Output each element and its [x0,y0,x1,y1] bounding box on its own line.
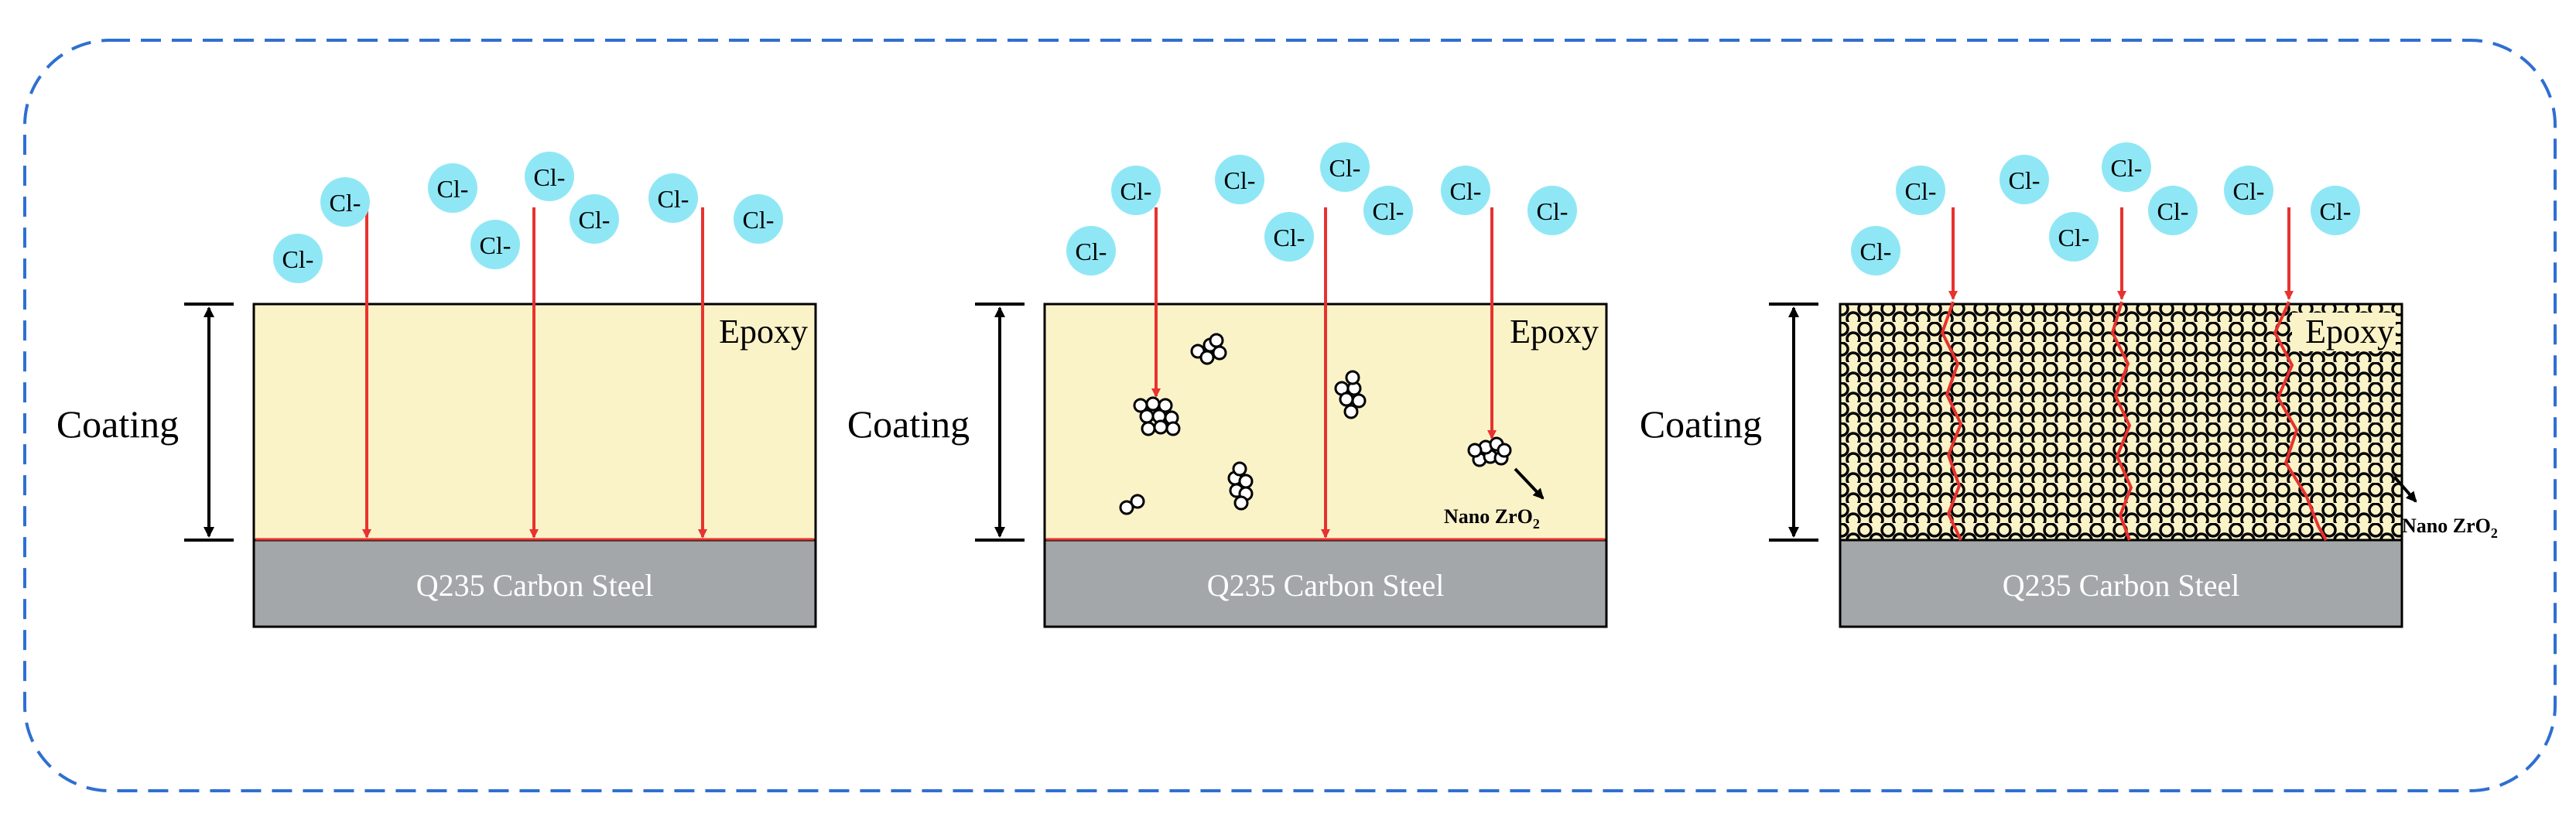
nanoparticle-cluster [1334,370,1367,419]
steel-label: Q235 Carbon Steel [1207,568,1445,603]
coating-label: Coating [847,402,970,446]
tortuous-path [2273,301,2328,541]
nano-zro2-label: Nano ZrO2 [2402,515,2498,541]
svg-text:Cl-: Cl- [1076,238,1107,265]
svg-text:Cl-: Cl- [2320,197,2352,225]
chloride-ion: Cl- [734,194,783,244]
steel-label: Q235 Carbon Steel [416,568,654,603]
chloride-ion: Cl- [1441,166,1490,215]
epoxy-label-bg [2292,313,2396,351]
tortuous-path [1940,301,1963,541]
nanoparticle-cluster [1467,436,1512,467]
svg-text:Cl-: Cl- [1274,224,1305,251]
coating-label: Coating [56,402,179,446]
chloride-ion: Cl- [2224,166,2273,215]
chloride-ion: Cl- [1851,226,1900,275]
panel-3: Q235 Carbon Steel Coating Epoxy Nano ZrO… [1640,142,2498,628]
svg-text:Cl-: Cl- [1860,238,1892,265]
svg-text:Cl-: Cl- [1224,166,1256,194]
svg-text:Cl-: Cl- [2111,154,2143,182]
chloride-ion: Cl- [648,173,698,223]
nanoparticle-cluster [1133,396,1181,436]
nanoparticle-cluster [1119,494,1145,515]
chloride-ion: Cl- [2148,186,2198,235]
chloride-ion: Cl- [1215,155,1264,204]
chloride-ion: Cl- [1111,166,1161,215]
chloride-ion: Cl- [2102,142,2151,192]
chloride-ion: Cl- [1896,166,1945,215]
svg-text:Cl-: Cl- [1450,177,1482,205]
nano-pointer-arrow [1514,467,1545,500]
chloride-ion: Cl- [1066,226,1116,275]
tortuous-path [2110,301,2133,541]
panel-1: Q235 Carbon Steel Epoxy Coating Cl- Cl- … [56,152,817,628]
svg-text:Cl-: Cl- [480,231,511,259]
chloride-ion: Cl- [470,220,520,269]
dashed-frame [23,39,2557,792]
chloride-ion: Cl- [525,152,574,201]
svg-text:Cl-: Cl- [743,206,775,234]
steel-label: Q235 Carbon Steel [2003,568,2240,603]
nano-pointer-arrow [2393,475,2417,503]
panel-2: Q235 Carbon Steel Epoxy Coating Nano Z [847,142,1608,628]
chloride-ion: Cl- [428,163,477,213]
steel-substrate [252,539,817,628]
svg-text:Cl-: Cl- [1537,197,1569,225]
chloride-ion: Cl- [2049,212,2099,262]
nanoparticle-cluster [1227,461,1254,511]
svg-text:Cl-: Cl- [2157,197,2189,225]
svg-text:Cl-: Cl- [534,163,566,191]
chloride-ion: Cl- [320,177,370,227]
svg-text:Cl-: Cl- [282,245,314,273]
svg-text:Cl-: Cl- [330,189,361,217]
epoxy-label: Epoxy [719,313,808,351]
chloride-ion: Cl- [2000,155,2049,204]
svg-text:Cl-: Cl- [2233,177,2265,205]
svg-text:Cl-: Cl- [437,175,469,203]
chloride-ion: Cl- [570,194,619,244]
steel-substrate [1839,539,2403,628]
epoxy-label: Epoxy [2305,313,2394,351]
svg-text:Cl-: Cl- [1329,154,1361,182]
nano-zro2-label: Nano ZrO2 [1444,505,1540,532]
svg-text:Cl-: Cl- [2058,224,2090,251]
svg-text:Cl-: Cl- [1373,197,1404,225]
svg-text:Cl-: Cl- [579,206,611,234]
svg-text:Cl-: Cl- [1120,177,1152,205]
chloride-ion: Cl- [2311,186,2360,235]
svg-text:Cl-: Cl- [1905,177,1937,205]
chloride-ion: Cl- [1527,186,1577,235]
coating-label: Coating [1640,402,1762,446]
svg-text:Cl-: Cl- [658,185,689,213]
svg-text:Cl-: Cl- [2009,166,2041,194]
chloride-ion: Cl- [1320,142,1370,192]
chloride-ion: Cl- [273,234,323,283]
chloride-ion: Cl- [1363,186,1413,235]
epoxy-label: Epoxy [1510,313,1599,351]
nanoparticle-cluster [1190,333,1227,365]
chloride-ion: Cl- [1264,212,1314,262]
